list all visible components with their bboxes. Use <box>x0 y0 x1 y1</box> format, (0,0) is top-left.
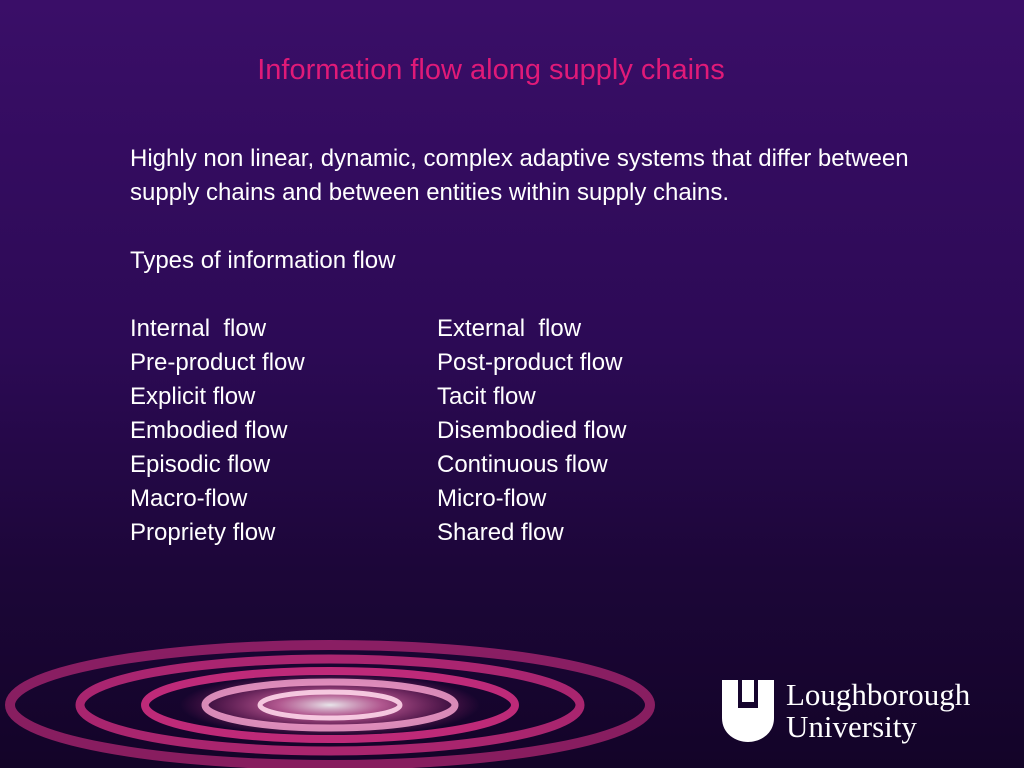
flow-left: Episodic flow <box>130 451 271 478</box>
flow-right: External flow <box>437 315 582 342</box>
flow-right: Tacit flow <box>437 383 536 410</box>
flow-right: Shared flow <box>437 519 564 546</box>
flow-row: Embodied flow Disembodied flow <box>130 414 910 448</box>
logo-line-1: Loughborough <box>786 677 971 712</box>
flow-row: Episodic flow Continuous flow <box>130 448 910 482</box>
flow-row: Explicit flow Tacit flow <box>130 380 910 414</box>
flow-left: Explicit flow <box>130 383 256 410</box>
flow-right: Disembodied flow <box>437 417 627 444</box>
flow-right: Micro-flow <box>437 485 547 512</box>
slide-body: Highly non linear, dynamic, complex adap… <box>130 142 910 550</box>
university-logo: Loughborough University <box>720 676 1010 746</box>
flow-row: Pre-product flow Post-product flow <box>130 346 910 380</box>
flow-row: Propriety flow Shared flow <box>130 516 910 550</box>
flow-types-list: Internal flow External flow Pre-product … <box>130 312 910 550</box>
logo-line-2: University <box>786 709 917 744</box>
intro-paragraph: Highly non linear, dynamic, complex adap… <box>130 145 909 206</box>
slide-title: Information flow along supply chains <box>257 54 725 86</box>
flow-left: Macro-flow <box>130 485 248 512</box>
flow-left: Embodied flow <box>130 417 288 444</box>
loughborough-shield-icon <box>722 680 774 742</box>
flow-row: Internal flow External flow <box>130 312 910 346</box>
flow-left: Internal flow <box>130 315 267 342</box>
swirl-decoration-icon <box>5 640 655 768</box>
flow-right: Post-product flow <box>437 349 623 376</box>
types-heading: Types of information flow <box>130 247 396 274</box>
flow-right: Continuous flow <box>437 451 608 478</box>
flow-left: Propriety flow <box>130 519 276 546</box>
flow-left: Pre-product flow <box>130 349 305 376</box>
flow-row: Macro-flow Micro-flow <box>130 482 910 516</box>
logo-wordmark: Loughborough University <box>786 679 970 743</box>
